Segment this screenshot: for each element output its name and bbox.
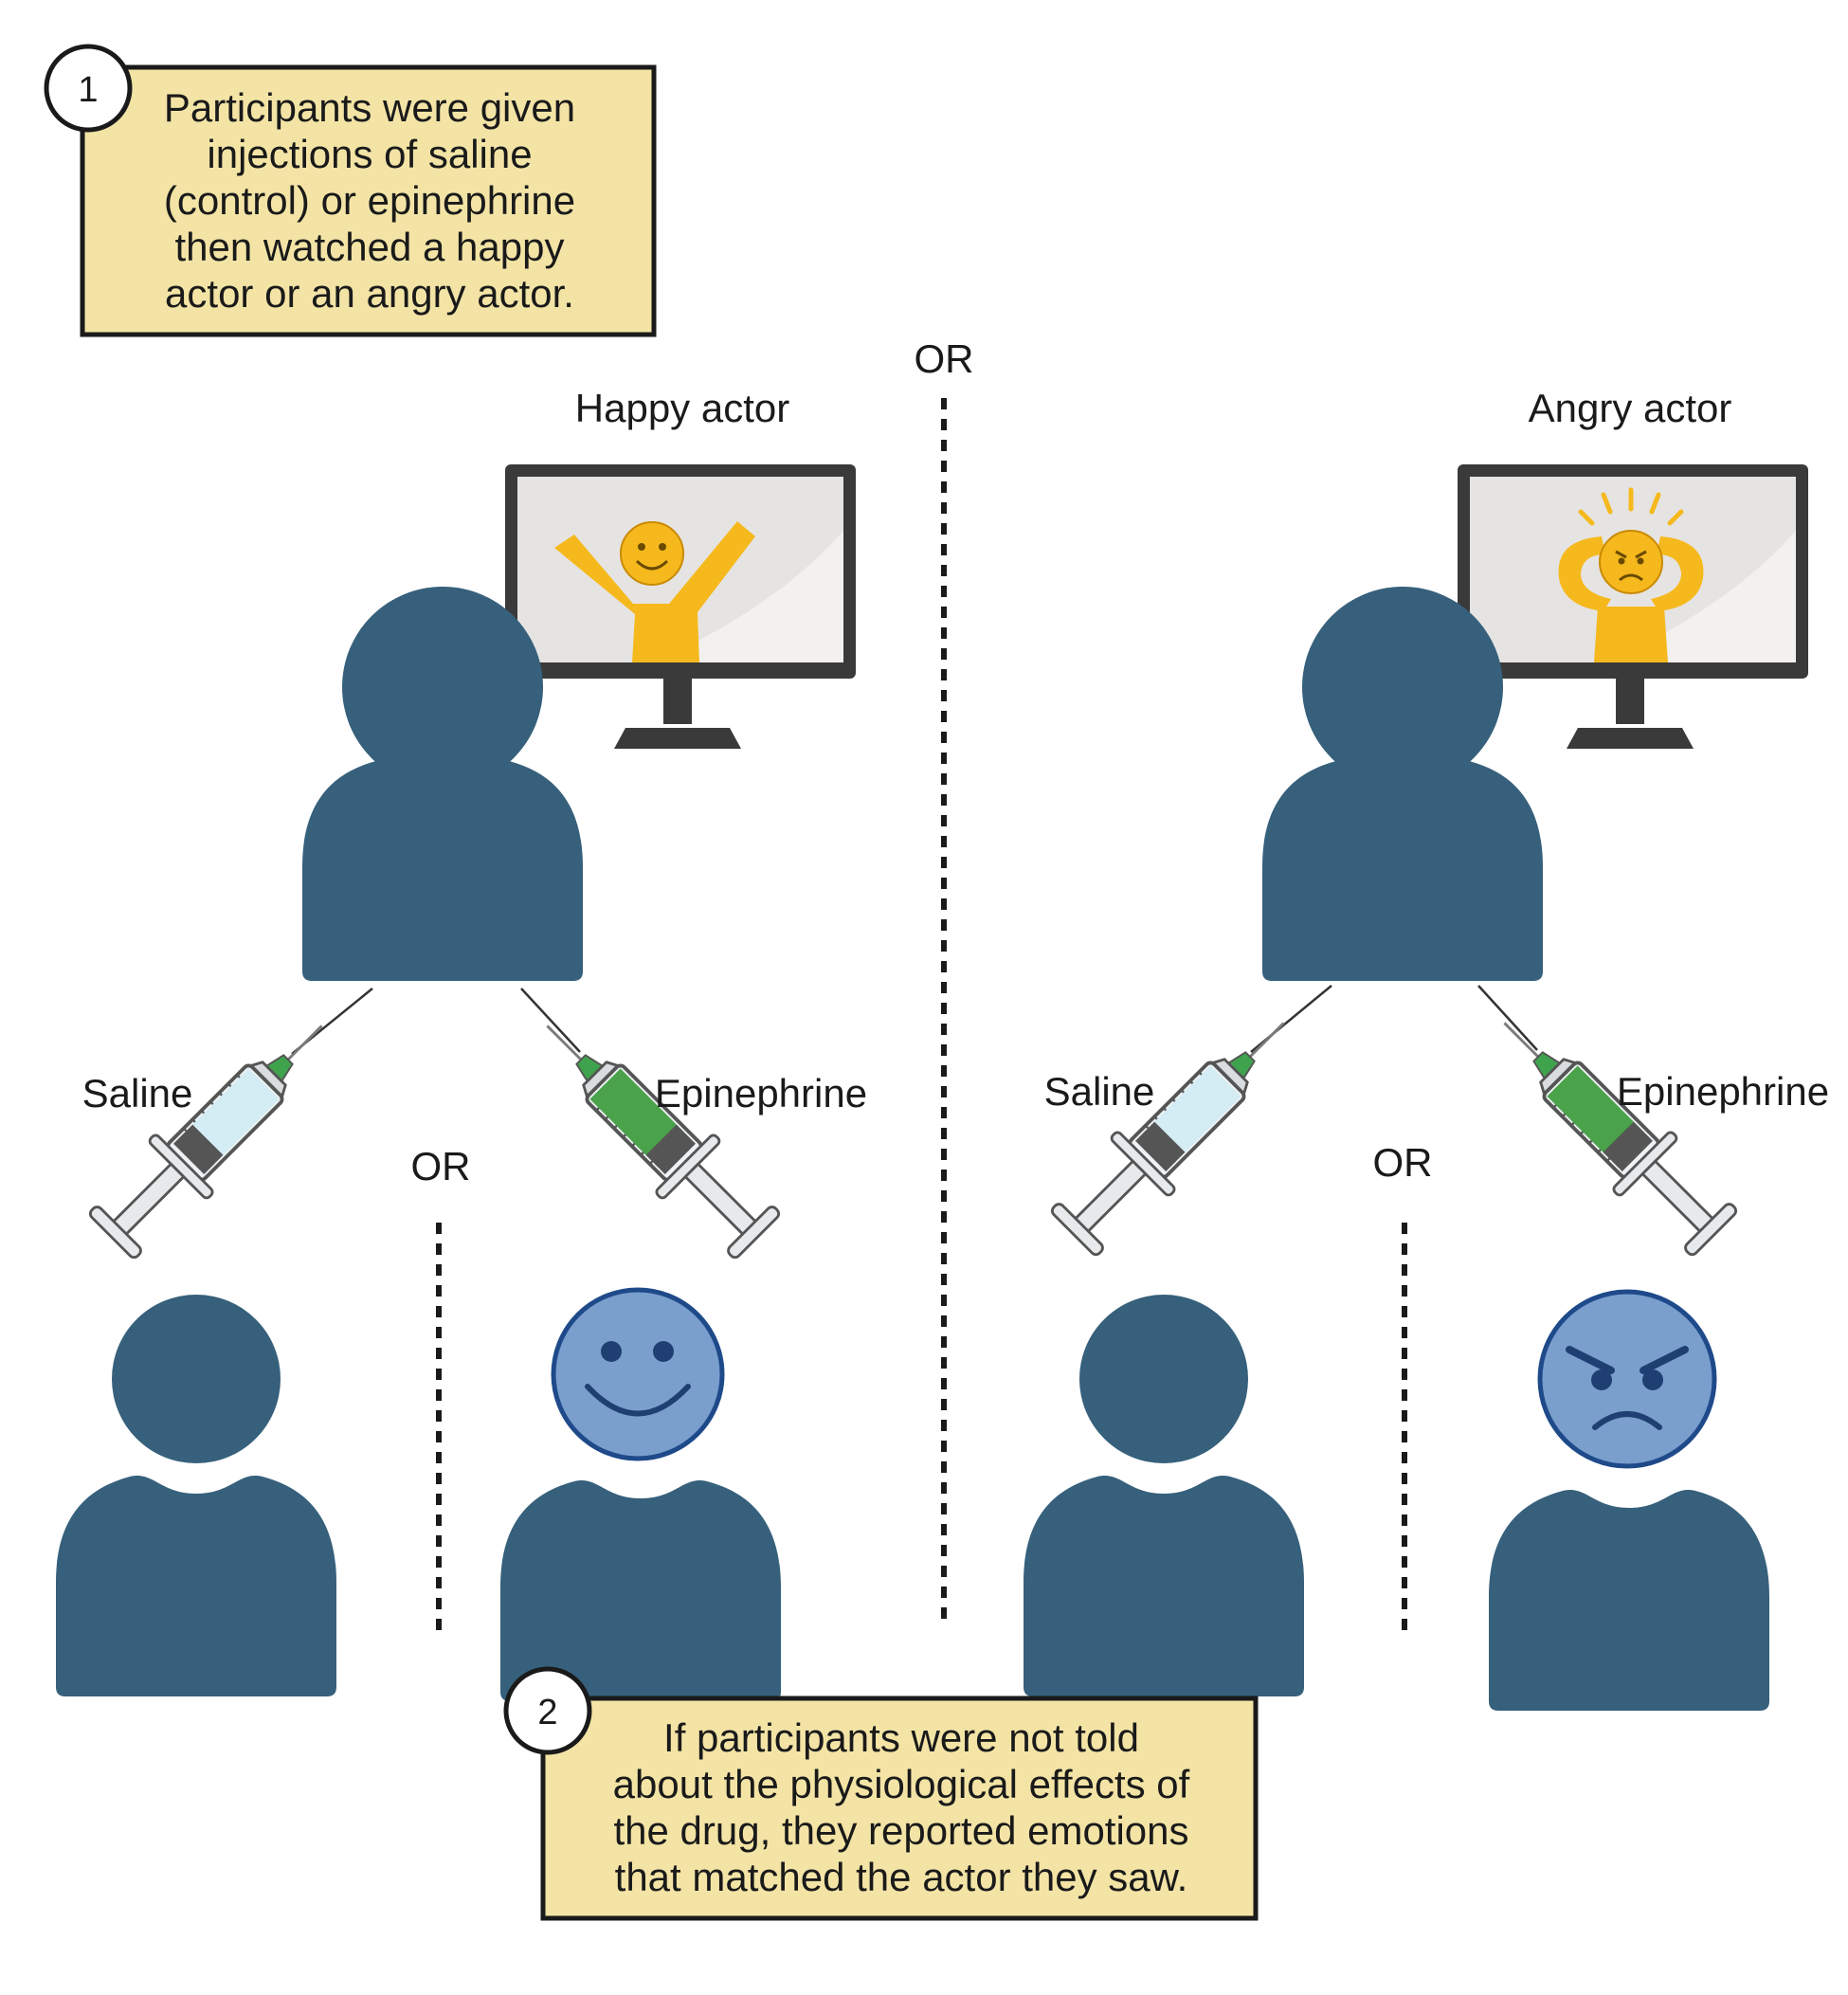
right-epinephrine-line: [1477, 985, 1538, 1051]
happy-actor-label: Happy actor: [575, 386, 789, 430]
left-or-label: OR: [411, 1144, 471, 1188]
left-epinephrine-syringe: [516, 994, 789, 1268]
left-saline-syringe: [80, 994, 353, 1268]
step-1-box: [80, 64, 657, 337]
right-saline-participant: [1024, 1295, 1304, 1696]
angry-actor-figure: [1558, 487, 1704, 662]
step-1-line: actor or an angry actor.: [165, 271, 574, 316]
step-2-line: about the physiological effects of: [613, 1762, 1190, 1806]
step-2-box: [540, 1696, 1259, 1921]
step-2-line: the drug, they reported emotions: [613, 1808, 1188, 1853]
center-or-label: OR: [915, 336, 974, 381]
happy-face-icon: [551, 1287, 725, 1461]
right-epinephrine-syringe: [1473, 991, 1747, 1265]
left-panel: Happy actor: [56, 386, 867, 1701]
step-2-callout: 2 If participants were not told about th…: [503, 1666, 1259, 1921]
happy-actor-figure: [554, 521, 755, 662]
right-participant: [1262, 587, 1543, 981]
left-epinephrine-participant: [500, 1287, 781, 1701]
left-epinephrine-line: [520, 988, 581, 1053]
left-participant: [302, 587, 583, 981]
step-2-line: that matched the actor they saw.: [615, 1855, 1188, 1899]
right-saline-syringe: [1042, 991, 1315, 1265]
right-panel: Angry actor: [1024, 386, 1829, 1711]
left-saline-label: Saline: [82, 1071, 193, 1115]
right-epinephrine-label: Epinephrine: [1617, 1069, 1829, 1114]
left-epinephrine-label: Epinephrine: [655, 1071, 867, 1115]
step-1-number: 1: [78, 70, 98, 110]
step-2-number: 2: [537, 1693, 557, 1732]
step-2-number-circle: [503, 1666, 592, 1755]
angry-actor-monitor: [1458, 464, 1808, 749]
step-1-callout: 1 Participants were given injections of …: [44, 44, 657, 337]
left-saline-participant: [56, 1295, 336, 1696]
step-1-line: Participants were given: [164, 85, 575, 130]
happy-actor-monitor: [505, 464, 856, 749]
right-epinephrine-participant: [1489, 1289, 1769, 1711]
step-1-line: then watched a happy: [175, 225, 565, 269]
step-1-line: injections of saline: [207, 132, 532, 176]
angry-face-icon: [1537, 1289, 1717, 1469]
step-2-line: If participants were not told: [663, 1715, 1139, 1760]
right-saline-label: Saline: [1044, 1069, 1155, 1114]
step-1-number-circle: [44, 44, 133, 133]
right-or-label: OR: [1373, 1140, 1433, 1185]
step-1-line: (control) or epinephrine: [164, 178, 575, 223]
angry-actor-label: Angry actor: [1529, 386, 1732, 430]
